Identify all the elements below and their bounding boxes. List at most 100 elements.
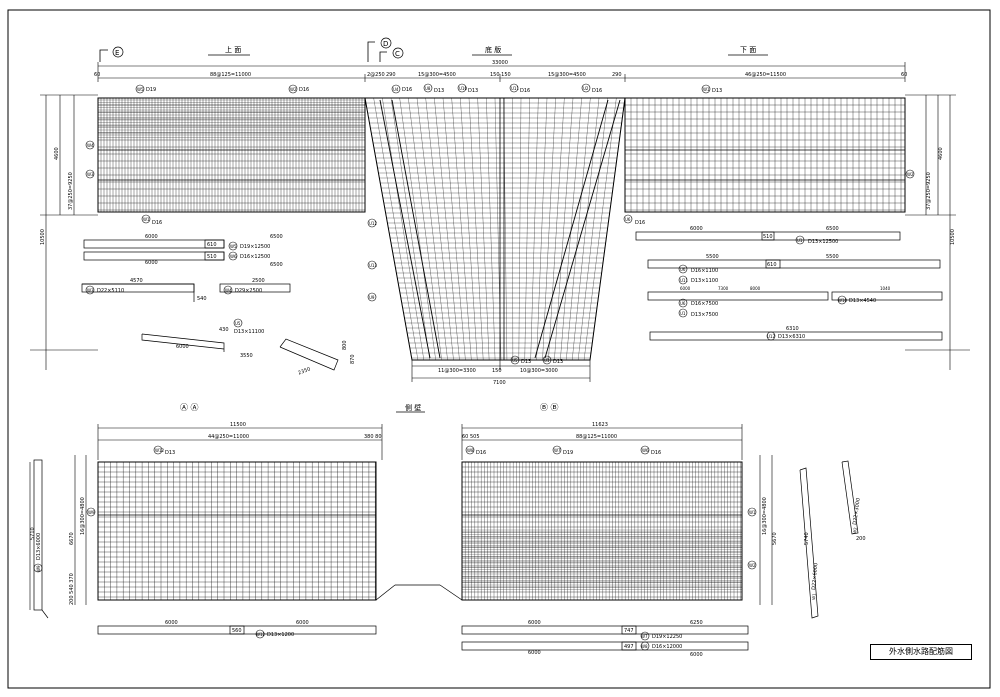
dim-near-left: 2@250 (367, 72, 385, 78)
rebar-diagonal (379, 99, 431, 359)
dim-wall-right-height: 5670 (772, 532, 778, 545)
bar-mark-circle-icon (640, 445, 650, 455)
sched-spec: D13×12500 (808, 239, 838, 245)
bar-size: D16 (152, 220, 162, 226)
wall-right-mesh (420, 461, 743, 601)
rebar-vertical (518, 97, 522, 361)
bar-mark: U11 (511, 86, 519, 91)
sched-mark: W5 (230, 244, 237, 249)
sched-spec: D13×11100 (234, 329, 264, 335)
bar-mark: W3 (87, 172, 94, 177)
bar-mark: W12 (155, 448, 165, 453)
sched-mark: W7 (641, 634, 648, 639)
bar-mark: U5 (512, 358, 518, 363)
dim-wall-foot: 200 540 370 (69, 573, 75, 605)
bar-mark: U8 (425, 86, 431, 91)
section-mark-e: E (115, 49, 119, 57)
bar-mark-circle-icon (367, 292, 377, 302)
bar-mark-circle-icon (678, 275, 688, 285)
view-title-top-center: 底 版 (485, 45, 501, 54)
center-bottom-dim-lines (411, 360, 591, 382)
sched-mark: W4 (225, 288, 232, 293)
rebar-vertical (566, 97, 591, 361)
rebar-vertical (536, 97, 548, 361)
rebar-vertical (364, 97, 413, 361)
sched-dim: 8000 (750, 286, 761, 291)
sched-dim: 510 (763, 234, 773, 240)
bar-labels-top-right: W1 D13 W2 U6 D16 (623, 84, 915, 226)
bar-mark-circle-icon (747, 507, 757, 517)
bar-labels-center: U4 D16 U8 D13 U10 D13 U11 D16 U2 D16 U5 … (367, 83, 602, 365)
sched-dim: 6500 (270, 234, 283, 240)
bar-size: D13 (521, 359, 531, 365)
dim-left-4600: 4600 (54, 147, 60, 160)
bar-mark: W6 (642, 448, 649, 453)
sched-dim: 6000 (145, 260, 158, 266)
side-bar-mark: W2 (852, 527, 858, 535)
bar-mark-circle-icon (509, 83, 519, 93)
bar-mark: U6 (625, 217, 631, 222)
section-mark-d-icon (380, 37, 392, 49)
sched-spec: D13×1200 (267, 632, 294, 638)
bar-size: D16 (520, 88, 530, 94)
dim-wall-height-b: 5740 (804, 532, 810, 545)
bar-mark-circle-icon (542, 355, 552, 365)
bar-mark-circle-icon (905, 169, 915, 179)
bar-mark-circle-icon (228, 241, 238, 251)
bar-mark-circle-icon (228, 251, 238, 261)
sched-dim: 6000 (528, 650, 541, 656)
rebar-vertical (382, 97, 425, 361)
rebar-vertical (451, 97, 472, 361)
section-marks: E D C (99, 37, 404, 62)
sched-mark: U12 (767, 334, 775, 339)
rebar-diagonal (534, 99, 609, 359)
wall-dim-lines (29, 424, 773, 610)
bar-mark: U12 (369, 221, 377, 226)
view-title-top-right: 下 面 (740, 46, 756, 54)
bar-mark-circle-icon (153, 445, 163, 455)
sched-dim: 6000 (176, 344, 189, 350)
dim-center-right: 15@300=4500 (548, 72, 586, 78)
dim-near-290b: 290 (612, 72, 622, 78)
sched-dim: 6500 (826, 226, 839, 232)
drawing-title-box: 外水側水路配筋図 (870, 644, 972, 660)
sched-spec: D19×12500 (240, 244, 270, 250)
sched-spec: D13×6310 (778, 334, 805, 340)
dim-overall-top: 33000 (492, 60, 508, 66)
rebar-vertical (560, 97, 582, 361)
dim-wall-right-overall: 11623 (592, 422, 608, 428)
bar-mark-circle-icon (552, 445, 562, 455)
bar-mark-circle-icon (457, 83, 467, 93)
side-dimension-lines (30, 94, 970, 370)
section-mark-c-icon (392, 47, 404, 59)
bar-size: D19 (563, 450, 573, 456)
wall-outline (461, 461, 743, 601)
bar-mark: W2 (749, 563, 756, 568)
sched-spec: D13×1100 (691, 278, 718, 284)
bar-mark: W9 (88, 510, 95, 515)
sched-dim: 5500 (706, 254, 719, 260)
top-left-mesh (97, 97, 366, 213)
sched-dim: 6000 (690, 652, 703, 658)
bar-mark-circle-icon (465, 445, 475, 455)
bar-mark: W1 (143, 217, 150, 222)
bar-size: D19 (146, 87, 156, 93)
sched-dim: 6250 (690, 620, 703, 626)
bar-mark-circle-icon (233, 318, 243, 328)
rebar-vertical (583, 97, 617, 361)
rebar-vertical (416, 97, 448, 361)
rebar-vertical (530, 97, 539, 361)
dim-edge-60-left: 60 (94, 72, 100, 78)
bar-mark-circle-icon (766, 331, 776, 341)
dim-wall-left-overall: 11500 (230, 422, 246, 428)
slab-outline (364, 97, 626, 361)
bar-mark-circle-icon (288, 84, 298, 94)
bar-mark-circle-icon (795, 235, 805, 245)
dim-wall-left-height: 6670 (69, 532, 75, 545)
sched-mark: U6 (680, 301, 686, 306)
dim-bottom-total: 7100 (493, 380, 506, 386)
sched-mark: U1 (680, 311, 686, 316)
side-bar-mark: W1 (811, 593, 817, 600)
sched-dim: 6310 (786, 326, 799, 332)
bar-mark-circle-icon (701, 84, 711, 94)
